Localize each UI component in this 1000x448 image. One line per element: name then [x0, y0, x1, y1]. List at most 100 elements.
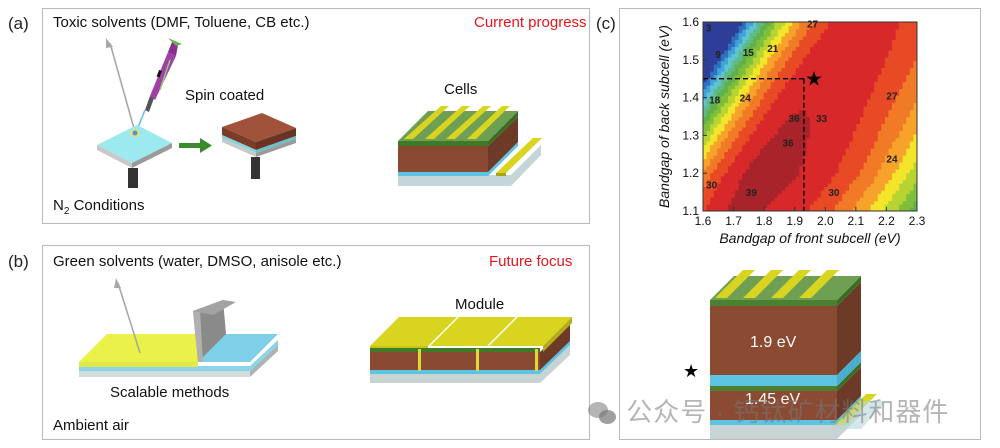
contour-cell	[877, 190, 882, 195]
contour-cell	[749, 176, 754, 181]
contour-cell	[774, 197, 779, 202]
contour-cell	[760, 78, 765, 83]
contour-cell	[717, 123, 722, 128]
contour-cell	[792, 151, 797, 156]
contour-cell	[877, 81, 882, 86]
contour-cell	[713, 113, 718, 118]
contour-cell	[913, 197, 917, 202]
contour-cell	[724, 151, 729, 156]
contour-cell	[710, 43, 715, 48]
contour-cell	[745, 186, 750, 191]
contour-cell	[756, 50, 761, 55]
contour-cell	[749, 207, 754, 211]
contour-cell	[735, 172, 740, 177]
contour-cell	[738, 127, 743, 132]
contour-cell	[756, 183, 761, 188]
contour-cell	[703, 60, 708, 65]
contour-cell	[745, 120, 750, 125]
contour-cell	[770, 43, 775, 48]
contour-cell	[713, 186, 718, 191]
contour-cell	[906, 169, 911, 174]
contour-cell	[713, 78, 718, 83]
contour-cell	[852, 25, 857, 30]
contour-cell	[856, 64, 861, 69]
contour-cell	[749, 183, 754, 188]
contour-cell	[774, 141, 779, 146]
contour-cell	[817, 127, 822, 132]
contour-cell	[863, 155, 868, 160]
contour-cell	[859, 207, 865, 211]
contour-cell	[745, 148, 750, 153]
contour-cell	[785, 179, 790, 184]
contour-cell	[767, 78, 772, 83]
contour-cell	[710, 95, 715, 100]
contour-cell	[749, 29, 754, 34]
contour-cell	[785, 67, 790, 72]
contour-cell	[713, 141, 718, 146]
contour-cell	[874, 151, 879, 156]
contour-cell	[720, 25, 725, 30]
contour-cell	[724, 141, 729, 146]
contour-cell	[852, 197, 857, 202]
contour-cell	[806, 88, 811, 93]
contour-cell	[738, 183, 743, 188]
contour-cell	[842, 137, 847, 142]
contour-cell	[742, 32, 747, 37]
contour-cell	[713, 99, 718, 104]
contour-cell	[870, 113, 875, 118]
contour-cell	[813, 43, 818, 48]
contour-cell	[817, 176, 822, 181]
contour-cell	[838, 64, 843, 69]
contour-cell	[767, 109, 772, 114]
contour-cell	[842, 92, 847, 97]
contour-cell	[717, 81, 722, 86]
contour-cell	[799, 81, 804, 86]
contour-cell	[727, 53, 733, 58]
contour-cell	[767, 74, 772, 79]
contour-cell	[767, 60, 772, 65]
contour-cell	[742, 22, 747, 27]
panel-c-label: (c)	[596, 14, 616, 33]
contour-cell	[856, 113, 861, 118]
contour-cell	[842, 151, 847, 156]
contour-cell	[888, 158, 893, 163]
contour-cell	[703, 102, 708, 107]
contour-cell	[745, 113, 750, 118]
contour-cell	[735, 113, 740, 118]
contour-cell	[831, 186, 836, 191]
contour-cell	[881, 60, 886, 65]
contour-cell	[820, 162, 825, 167]
contour-cell	[838, 67, 843, 72]
contour-cell	[785, 102, 790, 107]
contour-cell	[738, 193, 743, 198]
contour-cell	[742, 165, 747, 170]
contour-cell	[899, 95, 904, 100]
contour-cell	[752, 120, 758, 125]
contour-cell	[827, 60, 832, 65]
contour-cell	[842, 179, 847, 184]
contour-cell	[874, 95, 879, 100]
contour-cell	[717, 183, 722, 188]
contour-cell	[738, 186, 743, 191]
contour-cell	[874, 144, 879, 149]
contour-cell	[859, 88, 865, 93]
contour-cell	[874, 186, 879, 191]
contour-cell	[902, 46, 907, 51]
contour-cell	[706, 186, 711, 191]
contour-cell	[792, 193, 797, 198]
contour-cell	[817, 193, 822, 198]
contour-cell	[870, 88, 875, 93]
contour-cell	[859, 162, 865, 167]
contour-cell	[749, 95, 754, 100]
contour-cell	[849, 81, 854, 86]
contour-cell	[859, 32, 865, 37]
contour-cell	[795, 144, 800, 149]
contour-cell	[777, 193, 783, 198]
contour-cell	[906, 151, 911, 156]
contour-cell	[792, 71, 797, 76]
contour-cell	[849, 50, 854, 55]
contour-cell	[756, 92, 761, 97]
contour-cell	[906, 95, 911, 100]
contour-cell	[849, 92, 854, 97]
contour-cell	[703, 78, 708, 83]
